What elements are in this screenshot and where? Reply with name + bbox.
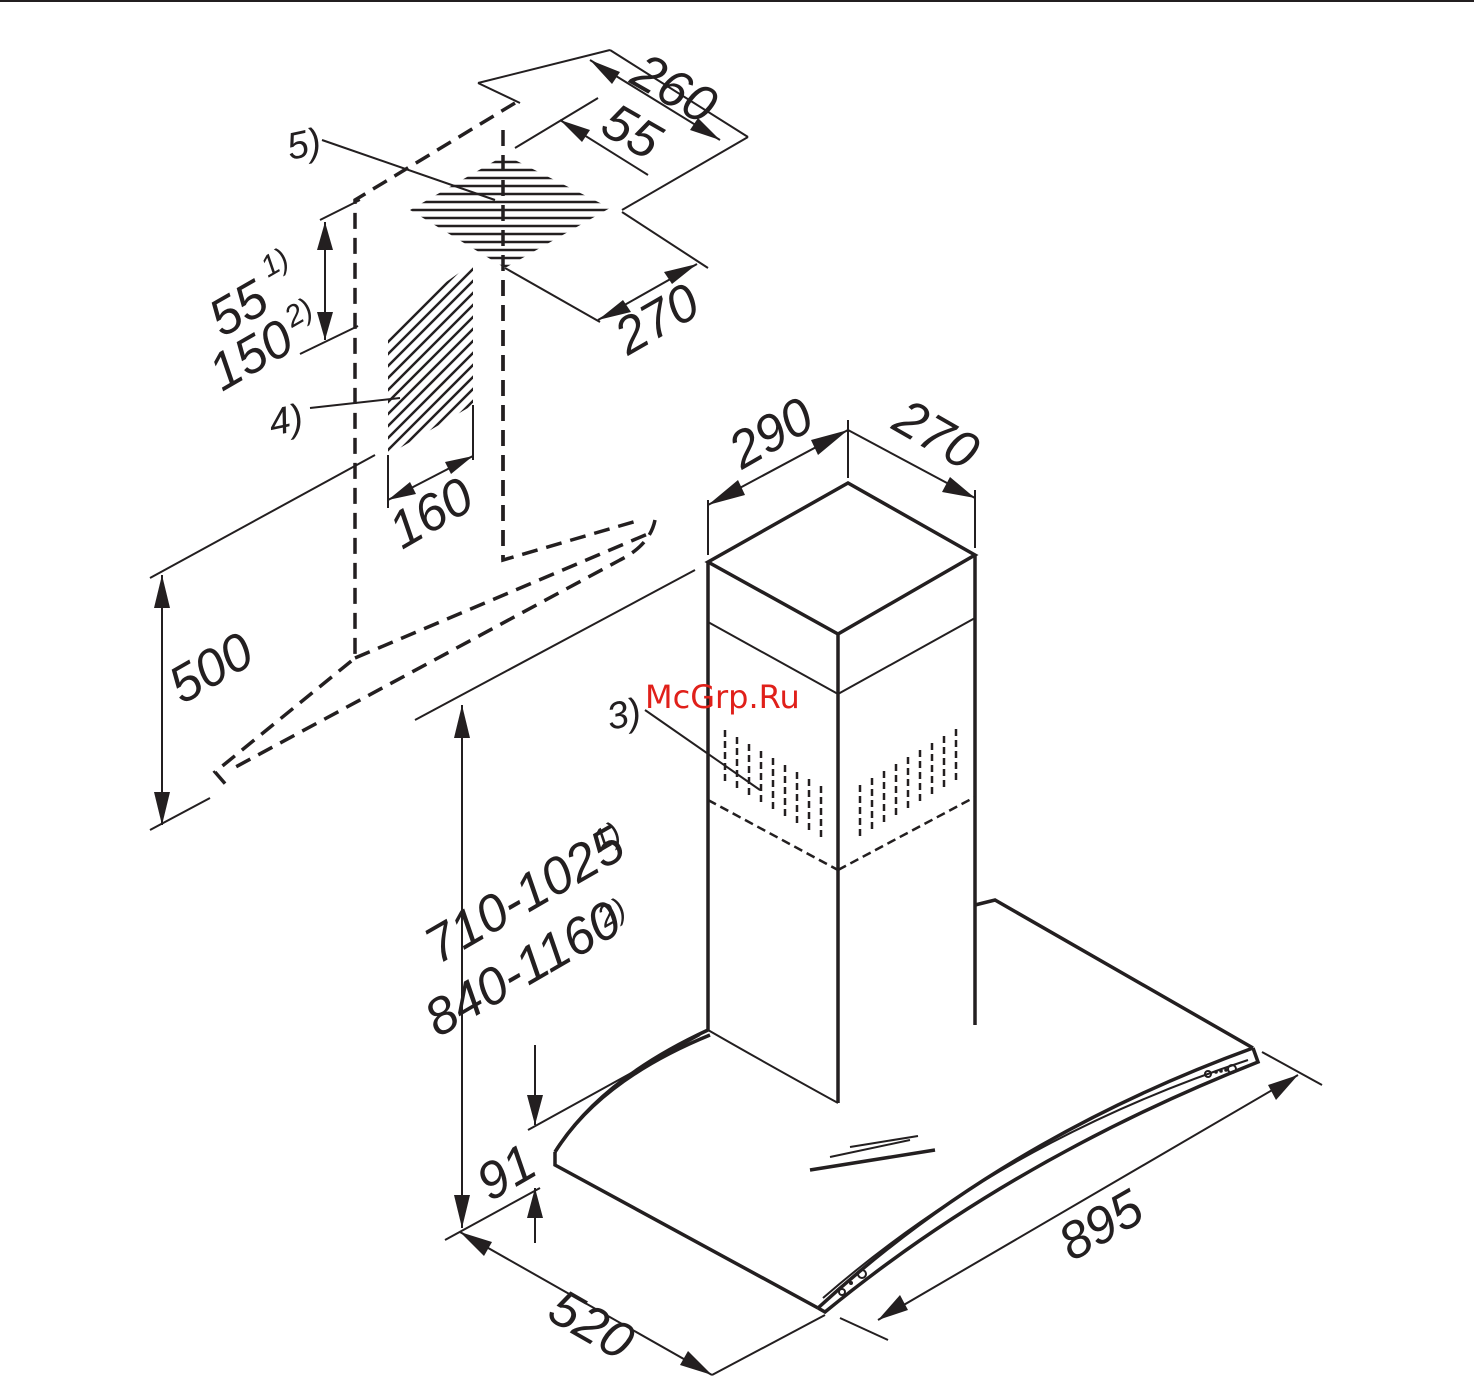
dim-160-label: 160 [379,467,483,561]
dim-55-150-lines [300,200,360,354]
dim-520-lines [460,1232,825,1375]
dim-895-lines [840,1052,1322,1340]
canopy [555,900,1258,1312]
dim-55-side-footnote: 1) [255,242,295,284]
chimney-vents [725,729,956,841]
dim-290-label: 290 [718,387,823,481]
dim-270-chimney-label: 270 [883,388,988,482]
dim-500-label: 500 [159,622,263,716]
dim-270-top-label: 270 [604,273,709,367]
watermark-text: McGrp.Ru [645,678,800,716]
control-panel [839,1065,1236,1295]
wall-outline [215,103,655,787]
callout-3-label: 3) [603,691,645,739]
callout-5-leader [322,140,495,200]
dim-500-lines [150,455,375,830]
dim-895-label: 895 [1049,1178,1154,1272]
dim-91-lines [527,1035,700,1243]
callout-3-leader [645,710,760,790]
callout-5-label: 5) [283,121,325,169]
callout-4-label: 4) [265,397,307,445]
dim-520-label: 520 [539,1278,643,1372]
